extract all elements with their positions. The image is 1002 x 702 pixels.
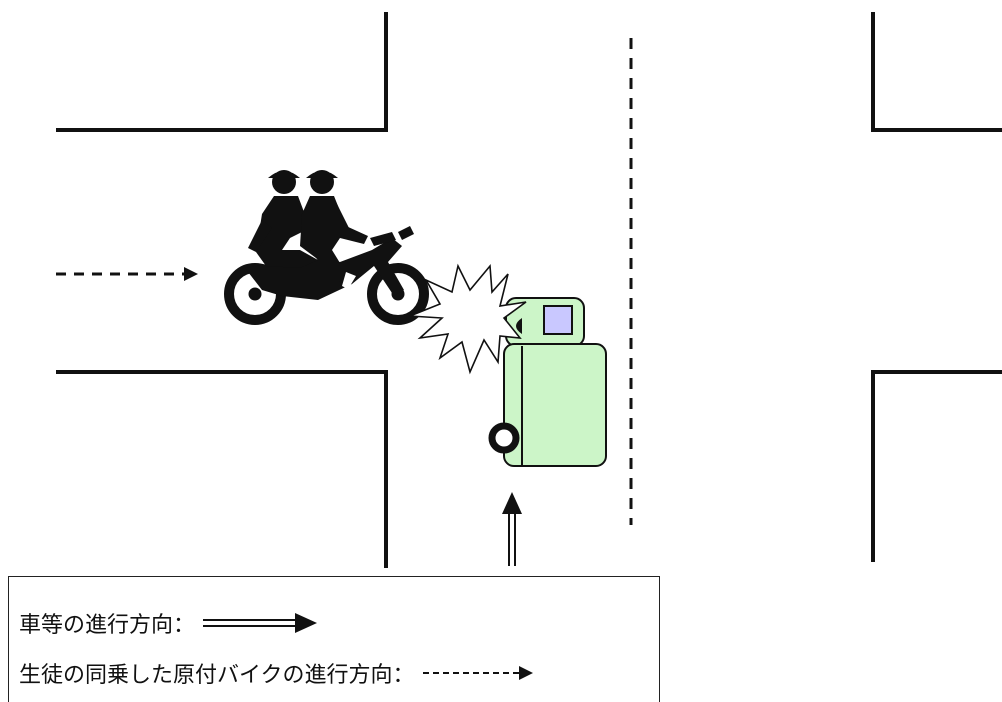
truck-wheel: [488, 422, 520, 454]
road-edge-bottom-left: [56, 370, 388, 568]
road-edges: [56, 12, 1002, 568]
vehicle-direction-arrow: [502, 492, 522, 566]
truck-window: [543, 305, 573, 335]
road-edge-bottom-right: [871, 370, 1002, 562]
legend-bike-label: 生徒の同乗した原付バイクの進行方向：: [19, 663, 415, 688]
truck-mirror: [516, 318, 522, 334]
road-edge-top-left: [56, 12, 388, 132]
legend-vehicle-label: 車等の進行方向：: [19, 613, 196, 638]
double-arrow-icon: [203, 613, 318, 633]
truck-body: [503, 343, 607, 467]
motorcycle-with-two-riders-icon: [224, 170, 429, 325]
legend: 車等の進行方向： 生徒の同乗した原付バイクの進行方向：: [8, 576, 660, 702]
legend-row-vehicle: 車等の進行方向：: [19, 607, 321, 639]
road-edge-top-right: [871, 12, 1002, 132]
dashed-arrow-icon: [422, 666, 533, 680]
bike-direction-arrow: [56, 267, 198, 281]
collision-burst-icon: [409, 263, 527, 375]
legend-row-bike: 生徒の同乗した原付バイクの進行方向：: [19, 657, 535, 689]
truck-icon: [488, 297, 607, 467]
